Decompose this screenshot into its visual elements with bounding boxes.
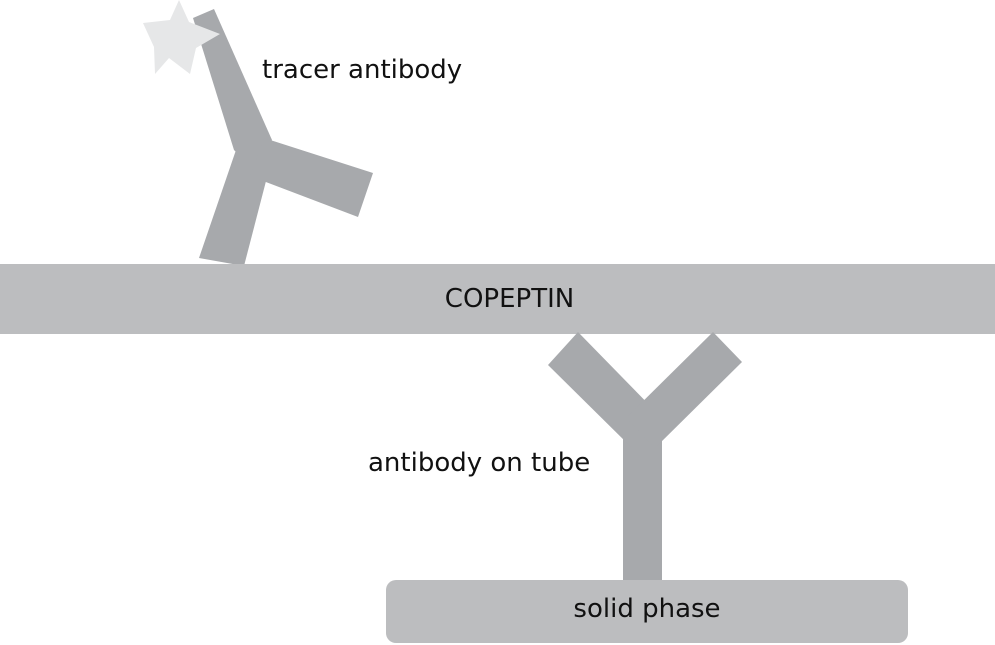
copeptin-label: COPEPTIN — [444, 284, 575, 314]
star-icon — [143, 0, 220, 74]
tube-antibody — [548, 332, 742, 585]
tube-antibody-arm-right — [626, 332, 742, 448]
tube-antibody-stem — [623, 425, 662, 585]
solid-phase-label: solid phase — [573, 594, 721, 624]
antibody-on-tube-label: antibody on tube — [368, 448, 591, 478]
tracer-antibody-arm-upper — [193, 9, 272, 170]
tracer-antibody-arm-right — [250, 138, 373, 217]
tracer-antibody — [193, 9, 373, 266]
tracer-antibody-stem — [199, 150, 272, 266]
copeptin-bar — [0, 264, 995, 334]
solid-phase-block — [386, 580, 908, 643]
tracer-antibody-label: tracer antibody — [262, 55, 463, 85]
